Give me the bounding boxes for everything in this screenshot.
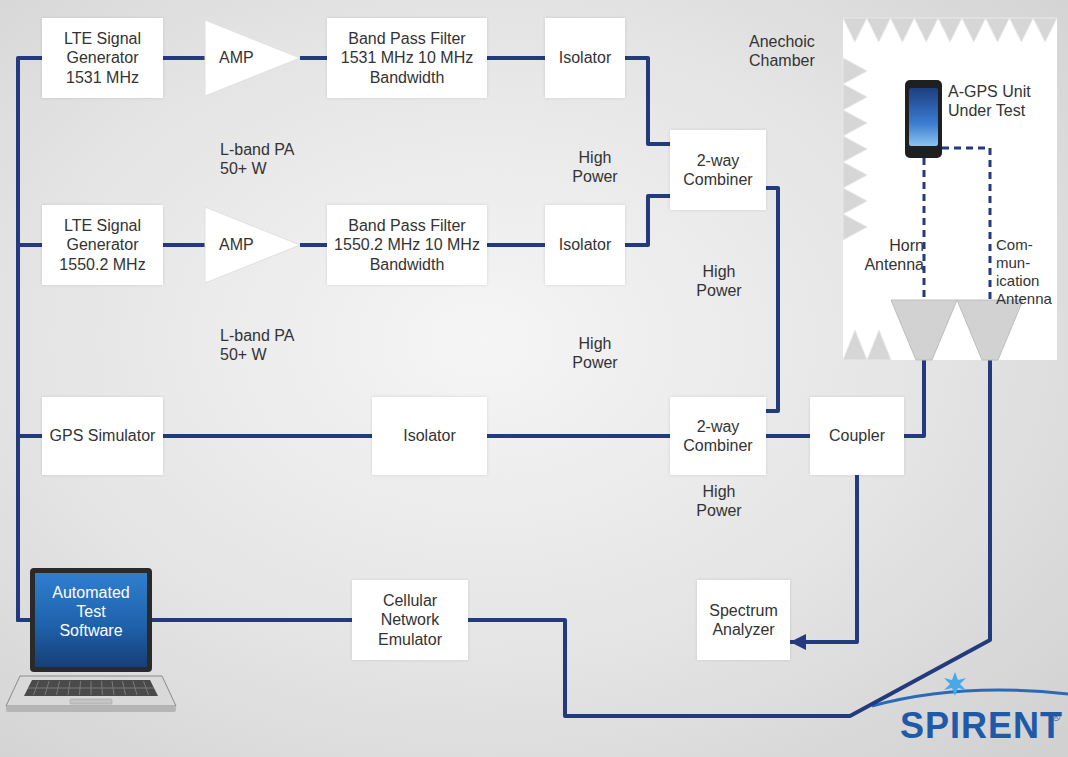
laptop-touchpad	[70, 699, 112, 704]
rf-cable	[163, 56, 205, 60]
node-label: AMP	[219, 48, 254, 67]
foam-wedge	[843, 110, 867, 136]
dashed-link	[942, 148, 990, 300]
foam-wedge	[843, 84, 867, 110]
rf-cable	[163, 243, 205, 247]
node-label: Isolator	[559, 235, 611, 254]
node-label: LTE Signal Generator 1531 MHz	[48, 29, 157, 87]
process-box: Cellular Network Emulator	[352, 580, 468, 660]
foam-wedge	[986, 18, 1010, 42]
foam-wedge	[1009, 18, 1033, 42]
horn-antenna: Com- mun- ication Antenna	[957, 300, 1023, 360]
node-label: Isolator	[559, 48, 611, 67]
node-label: 2-way Combiner	[676, 151, 760, 189]
foam-wedge	[843, 18, 867, 42]
logo-text: SPIRENT	[900, 708, 1060, 744]
foam-wedge	[867, 18, 891, 42]
node-label: GPS Simulator	[50, 426, 156, 445]
laptop-keyboard	[24, 680, 158, 696]
node-label: Band Pass Filter 1550.2 MHz 10 MHz Bandw…	[333, 216, 481, 274]
laptop-deck	[6, 676, 176, 706]
process-box: GPS Simulator	[42, 397, 163, 475]
node-label: Band Pass Filter 1531 MHz 10 MHz Bandwid…	[333, 29, 481, 87]
anechoic-chamber: Anechoic ChamberA-GPS Unit Under TestHor…	[843, 18, 1057, 360]
rf-cable	[625, 58, 670, 144]
amplifier-triangle: AMP	[205, 20, 300, 96]
process-box: LTE Signal Generator 1531 MHz	[42, 18, 163, 98]
signal-note: L-band PA 50+ W	[220, 326, 312, 364]
node-label: 2-way Combiner	[676, 417, 760, 455]
node-label: Anechoic Chamber	[749, 32, 839, 70]
rf-cable	[300, 56, 327, 60]
foam-wedge	[843, 136, 867, 162]
node-label: A-GPS Unit Under Test	[948, 82, 1056, 120]
process-box: 2-way Combiner	[670, 130, 766, 210]
foam-wedge	[843, 330, 867, 360]
laptop-base	[6, 676, 176, 712]
node-label: Cellular Network Emulator	[358, 591, 462, 649]
foam-wedge	[843, 214, 867, 240]
foam-wedge	[891, 18, 915, 42]
rf-cable	[904, 360, 924, 436]
foam-wedge	[843, 162, 867, 188]
rf-cable	[766, 434, 810, 438]
rf-cable	[487, 56, 545, 60]
node-label: Spectrum Analyzer	[703, 601, 784, 639]
rf-cable	[487, 434, 670, 438]
rf-cable	[468, 360, 990, 716]
horn-outline	[957, 300, 1023, 360]
signal-note: L-band PA 50+ W	[220, 140, 312, 178]
node-label: AMP	[219, 235, 254, 254]
signal-note: High Power	[686, 482, 752, 520]
node-label: Isolator	[403, 426, 455, 445]
rf-cable	[18, 58, 42, 620]
node-label: Coupler	[829, 426, 885, 445]
signal-note: High Power	[686, 262, 752, 300]
device-under-test: A-GPS Unit Under Test	[905, 80, 942, 158]
rf-cable	[163, 434, 372, 438]
process-box: Band Pass Filter 1550.2 MHz 10 MHz Bandw…	[327, 205, 487, 285]
laptop-keys	[28, 681, 154, 695]
logo-star	[944, 672, 966, 696]
rf-cable	[18, 245, 42, 620]
process-box: Isolator	[545, 18, 625, 98]
node-label: LTE Signal Generator 1550.2 MHz	[48, 216, 157, 274]
logo-swoosh	[872, 690, 1068, 706]
node-label: Com- mun- ication Antenna	[996, 236, 1056, 308]
node-label: Automated Test Software	[45, 583, 137, 641]
laptop-screen: Automated Test Software	[30, 568, 152, 672]
foam-wedge	[914, 18, 938, 42]
process-box: Isolator	[545, 205, 625, 285]
process-box: Band Pass Filter 1531 MHz 10 MHz Bandwid…	[327, 18, 487, 98]
process-box: 2-way Combiner	[670, 397, 766, 475]
foam-wedge	[962, 18, 986, 42]
process-box: Coupler	[810, 397, 904, 475]
horn-antenna: Horn Antenna	[891, 300, 957, 360]
rf-cable	[300, 243, 327, 247]
foam-wedge	[938, 18, 962, 42]
chamber-wall	[843, 18, 1057, 360]
foam-wedge	[1033, 18, 1057, 42]
foam-wedge	[843, 58, 867, 84]
rf-cable	[487, 243, 545, 247]
chamber-foam	[843, 18, 1057, 360]
foam-wedge	[843, 188, 867, 214]
rf-cable	[766, 188, 778, 411]
rf-cable	[625, 196, 670, 245]
amplifier-triangle: AMP	[205, 207, 300, 283]
process-box: Isolator	[372, 397, 487, 475]
rf-cable	[152, 618, 352, 622]
rf-cable	[790, 475, 857, 642]
process-box: Spectrum Analyzer	[697, 580, 790, 660]
process-box: LTE Signal Generator 1550.2 MHz	[42, 205, 163, 285]
node-label: Horn Antenna	[852, 236, 924, 274]
registered-mark: ®	[1052, 712, 1066, 723]
foam-wedge	[867, 330, 891, 360]
horn-outline	[891, 300, 957, 360]
dashed-link	[923, 158, 926, 300]
signal-note: High Power	[558, 148, 632, 186]
laptop-lip	[6, 706, 176, 712]
signal-note: High Power	[558, 334, 632, 372]
